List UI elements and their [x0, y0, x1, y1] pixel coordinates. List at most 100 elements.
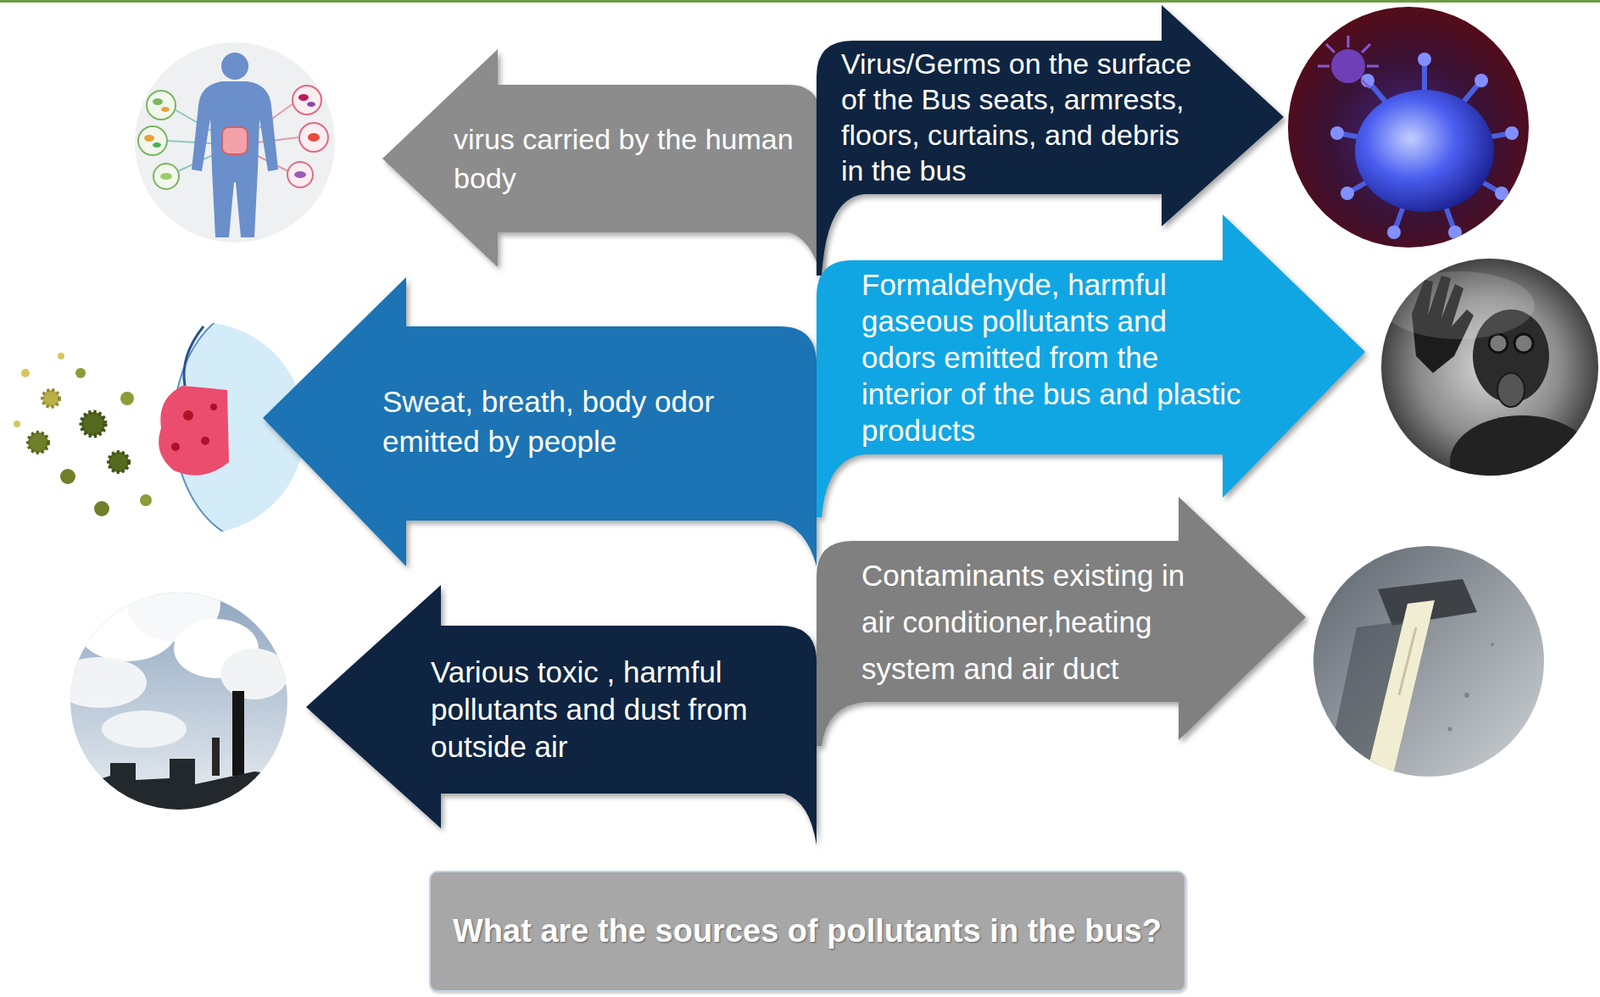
bacteria: [287, 161, 313, 188]
virus-spikes: [1337, 59, 1512, 233]
spike-knobs: [1330, 52, 1519, 240]
arrow-outline: [382, 49, 822, 276]
germ-dot: [183, 410, 194, 421]
bacteria: [307, 133, 320, 142]
bacteria: [144, 134, 155, 142]
arrow-box: Contaminants existing in air conditioner…: [816, 496, 1306, 747]
dust-speck: [1448, 727, 1453, 732]
germ-dot: [200, 436, 210, 446]
spore: [21, 368, 30, 378]
arrow-label: Virus/Germs on the surface of the Bus se…: [841, 45, 1202, 189]
spore: [42, 390, 60, 407]
question-text: What are the sources of pollutants in th…: [452, 912, 1162, 952]
bacteria: [152, 142, 162, 148]
spike: [1326, 44, 1335, 53]
knob: [1448, 225, 1462, 240]
arrow-label: virus carried by the human body: [453, 119, 810, 198]
arrow-box: Various toxic , harmful pollutants and d…: [306, 585, 817, 846]
knob: [1330, 126, 1344, 140]
spore: [94, 501, 110, 517]
knob: [1340, 186, 1355, 201]
air-duct-figure: [1322, 579, 1495, 789]
virus-figure: [1317, 35, 1519, 240]
arrow-label: Contaminants existing in air conditioner…: [861, 551, 1205, 692]
body-silhouette: [191, 81, 279, 238]
profile-line: [183, 326, 204, 386]
picture-ground: [134, 42, 335, 243]
intestine: [222, 127, 248, 155]
arrow-label: Sweat, breath, body odor emitted by peop…: [382, 381, 748, 462]
bacteria: [294, 171, 307, 179]
knob: [1505, 126, 1519, 140]
chimney: [232, 691, 245, 776]
germ-dot: [171, 442, 180, 452]
bacteria: [146, 90, 176, 120]
arrow-fill: [816, 214, 1366, 518]
spike: [1361, 44, 1371, 53]
body-figure: [138, 52, 329, 238]
spike: [1366, 65, 1379, 68]
bacteria: [292, 85, 322, 115]
arrow-box: virus carried by the human body: [382, 49, 822, 276]
arrow-fill: [816, 5, 1284, 276]
spore: [75, 367, 86, 379]
gas-mask-figure: [1382, 271, 1595, 509]
spores: [13, 352, 152, 517]
virus-body: [1354, 89, 1495, 212]
chimney: [211, 737, 220, 776]
dust-speck: [1464, 692, 1470, 698]
arrow-box: Formaldehyde, harmful gaseous pollutants…: [816, 214, 1366, 518]
arrow-label: Formaldehyde, harmful gaseous pollutants…: [861, 266, 1244, 449]
bacteria: [299, 122, 329, 152]
arrow-box: Virus/Germs on the surface of the Bus se…: [816, 5, 1284, 276]
shoulders: [1449, 415, 1595, 509]
factory-buildings: [70, 758, 289, 814]
spore: [27, 432, 49, 453]
spore: [60, 468, 76, 485]
mask-eye: [1514, 334, 1534, 353]
smoke-haze: [1382, 271, 1535, 340]
smoke-cloud: [220, 648, 289, 700]
smoke-cloud: [53, 657, 147, 709]
spore: [13, 420, 21, 428]
spore: [108, 451, 129, 473]
question-box: What are the sources of pollutants in th…: [429, 870, 1187, 993]
small-virus: [1331, 49, 1366, 84]
spore: [139, 494, 152, 507]
body-head: [221, 52, 249, 80]
dust-stripe: [1366, 600, 1435, 779]
spore: [81, 412, 106, 436]
spike: [1361, 79, 1371, 89]
knob: [1387, 225, 1401, 240]
bacteria: [152, 98, 163, 106]
air-duct-picture: [1313, 546, 1545, 789]
bacteria: [306, 101, 316, 107]
dust-speck: [1490, 642, 1495, 647]
mask-eye: [1488, 334, 1508, 353]
arrow-box: Sweat, breath, body odor emitted by peop…: [262, 277, 817, 567]
bacteria: [153, 163, 179, 190]
picture-ground: [1287, 6, 1529, 248]
spike: [1347, 35, 1350, 48]
dust-streak: [1399, 627, 1417, 696]
knob: [1474, 73, 1489, 88]
small-virus-spikes: [1317, 35, 1379, 89]
arrow-fill: [306, 585, 817, 846]
knob: [1360, 73, 1375, 88]
arrow-fill: [262, 277, 817, 567]
spore: [120, 391, 134, 406]
arrow-outline: [262, 277, 817, 567]
body-bacteria-picture: [134, 42, 335, 243]
mask-filter: [1497, 373, 1525, 407]
knob: [1494, 186, 1509, 201]
virus-picture: [1287, 6, 1529, 248]
arrow-label: Various toxic , harmful pollutants and d…: [430, 653, 787, 766]
bacteria: [161, 106, 170, 112]
factory-figure: [53, 565, 289, 814]
smoke-cloud: [101, 710, 187, 748]
arrow-fill: [382, 49, 822, 276]
factory-picture: [53, 565, 289, 814]
spore: [57, 352, 65, 360]
spike: [1317, 65, 1330, 68]
